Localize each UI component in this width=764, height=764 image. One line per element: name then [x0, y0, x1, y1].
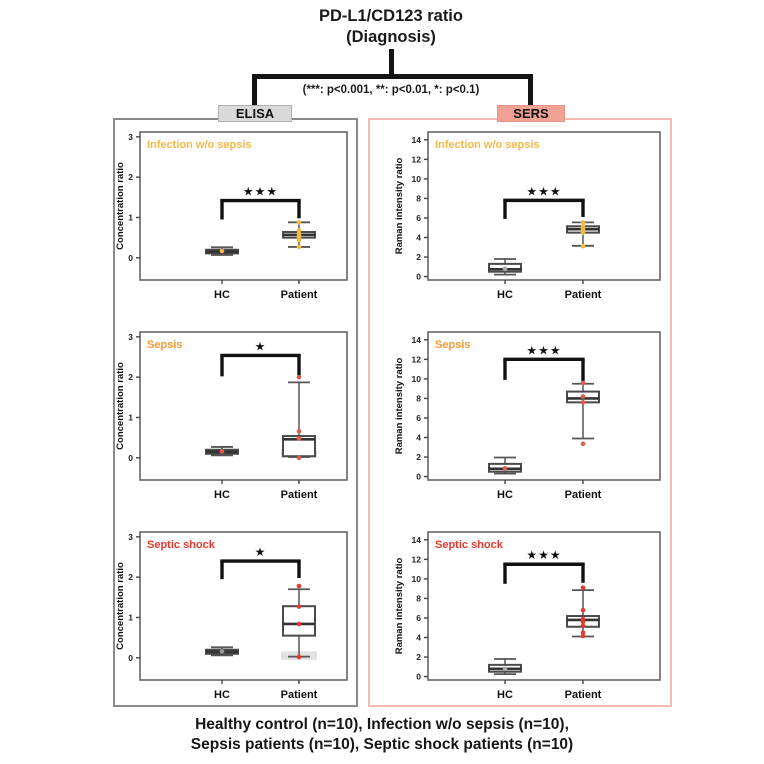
svg-text:HC: HC: [497, 289, 513, 301]
svg-text:6: 6: [416, 213, 421, 223]
significance-stars: ★★★: [243, 185, 278, 199]
svg-text:2: 2: [416, 452, 421, 462]
connector-crossbar: [252, 74, 533, 79]
svg-text:Septic shock: Septic shock: [147, 539, 216, 551]
figure-title-line1: PD-L1/CD123 ratio: [319, 7, 463, 25]
svg-text:0: 0: [416, 272, 421, 282]
figure-title: PD-L1/CD123 ratio (Diagnosis): [9, 6, 764, 48]
svg-text:2: 2: [416, 652, 421, 662]
svg-text:Patient: Patient: [565, 689, 602, 701]
connector-drop-left: [252, 74, 257, 110]
svg-text:8: 8: [416, 393, 421, 403]
svg-text:12: 12: [412, 354, 422, 364]
significance-stars: ★★★: [526, 343, 561, 357]
svg-text:14: 14: [412, 135, 422, 145]
svg-text:10: 10: [412, 374, 422, 384]
svg-text:6: 6: [416, 613, 421, 623]
svg-text:3: 3: [128, 132, 133, 142]
figure-caption: Healthy control (n=10), Infection w/o se…: [0, 715, 764, 755]
svg-text:Concentration ratio: Concentration ratio: [115, 162, 126, 250]
svg-text:12: 12: [412, 554, 422, 564]
svg-text:1: 1: [128, 612, 133, 622]
svg-text:2: 2: [128, 572, 133, 582]
svg-text:0: 0: [128, 453, 133, 463]
svg-text:12: 12: [412, 154, 422, 164]
svg-text:0: 0: [128, 253, 133, 263]
svg-text:HC: HC: [214, 489, 230, 501]
figure-caption-line1: Healthy control (n=10), Infection w/o se…: [195, 716, 569, 733]
significance-note: (***: p<0.001, **: p<0.01, *: p<0.1): [302, 84, 480, 96]
svg-text:4: 4: [416, 632, 421, 642]
svg-text:10: 10: [412, 574, 422, 584]
svg-text:Sepsis: Sepsis: [147, 339, 182, 351]
svg-text:14: 14: [412, 335, 422, 345]
svg-text:HC: HC: [214, 289, 230, 301]
connector-drop-right: [528, 74, 533, 110]
elisa-group-label: ELISA: [218, 105, 292, 122]
svg-text:Patient: Patient: [281, 689, 318, 701]
svg-text:Septic shock: Septic shock: [435, 539, 504, 551]
svg-text:3: 3: [128, 332, 133, 342]
svg-text:0: 0: [128, 653, 133, 663]
svg-text:6: 6: [416, 413, 421, 423]
svg-text:1: 1: [128, 412, 133, 422]
significance-stars: ★: [255, 545, 267, 559]
svg-text:Patient: Patient: [281, 489, 318, 501]
significance-stars: ★★★: [526, 184, 561, 198]
figure-caption-line2: Sepsis patients (n=10), Septic shock pat…: [190, 736, 574, 753]
svg-text:4: 4: [416, 432, 421, 442]
svg-text:8: 8: [416, 593, 421, 603]
svg-text:HC: HC: [214, 689, 230, 701]
svg-text:Raman intensity ratio: Raman intensity ratio: [394, 358, 405, 455]
significance-stars: ★★★: [526, 548, 561, 562]
svg-text:10: 10: [412, 174, 422, 184]
significance-stars: ★: [255, 339, 267, 353]
svg-text:4: 4: [416, 232, 421, 242]
svg-text:Infection w/o sepsis: Infection w/o sepsis: [147, 139, 252, 151]
svg-text:8: 8: [416, 193, 421, 203]
svg-text:Patient: Patient: [565, 489, 602, 501]
svg-text:2: 2: [128, 172, 133, 182]
figure-title-line2: (Diagnosis): [346, 28, 436, 46]
svg-text:Concentration ratio: Concentration ratio: [115, 562, 126, 650]
svg-text:3: 3: [128, 532, 133, 542]
svg-text:2: 2: [128, 372, 133, 382]
sers-group-label: SERS: [497, 105, 565, 122]
svg-text:2: 2: [416, 252, 421, 262]
svg-text:Concentration ratio: Concentration ratio: [115, 362, 126, 450]
svg-text:1: 1: [128, 212, 133, 222]
svg-text:HC: HC: [497, 489, 513, 501]
svg-text:Sepsis: Sepsis: [435, 339, 470, 351]
svg-text:0: 0: [416, 472, 421, 482]
svg-text:HC: HC: [497, 689, 513, 701]
svg-text:Patient: Patient: [565, 289, 602, 301]
svg-text:Raman intensity ratio: Raman intensity ratio: [394, 158, 405, 255]
svg-text:Raman intensity ratio: Raman intensity ratio: [394, 558, 405, 655]
svg-text:0: 0: [416, 672, 421, 682]
svg-text:Infection w/o sepsis: Infection w/o sepsis: [435, 139, 540, 151]
connector-stem: [389, 49, 394, 77]
svg-text:Patient: Patient: [281, 289, 318, 301]
svg-text:14: 14: [412, 535, 422, 545]
